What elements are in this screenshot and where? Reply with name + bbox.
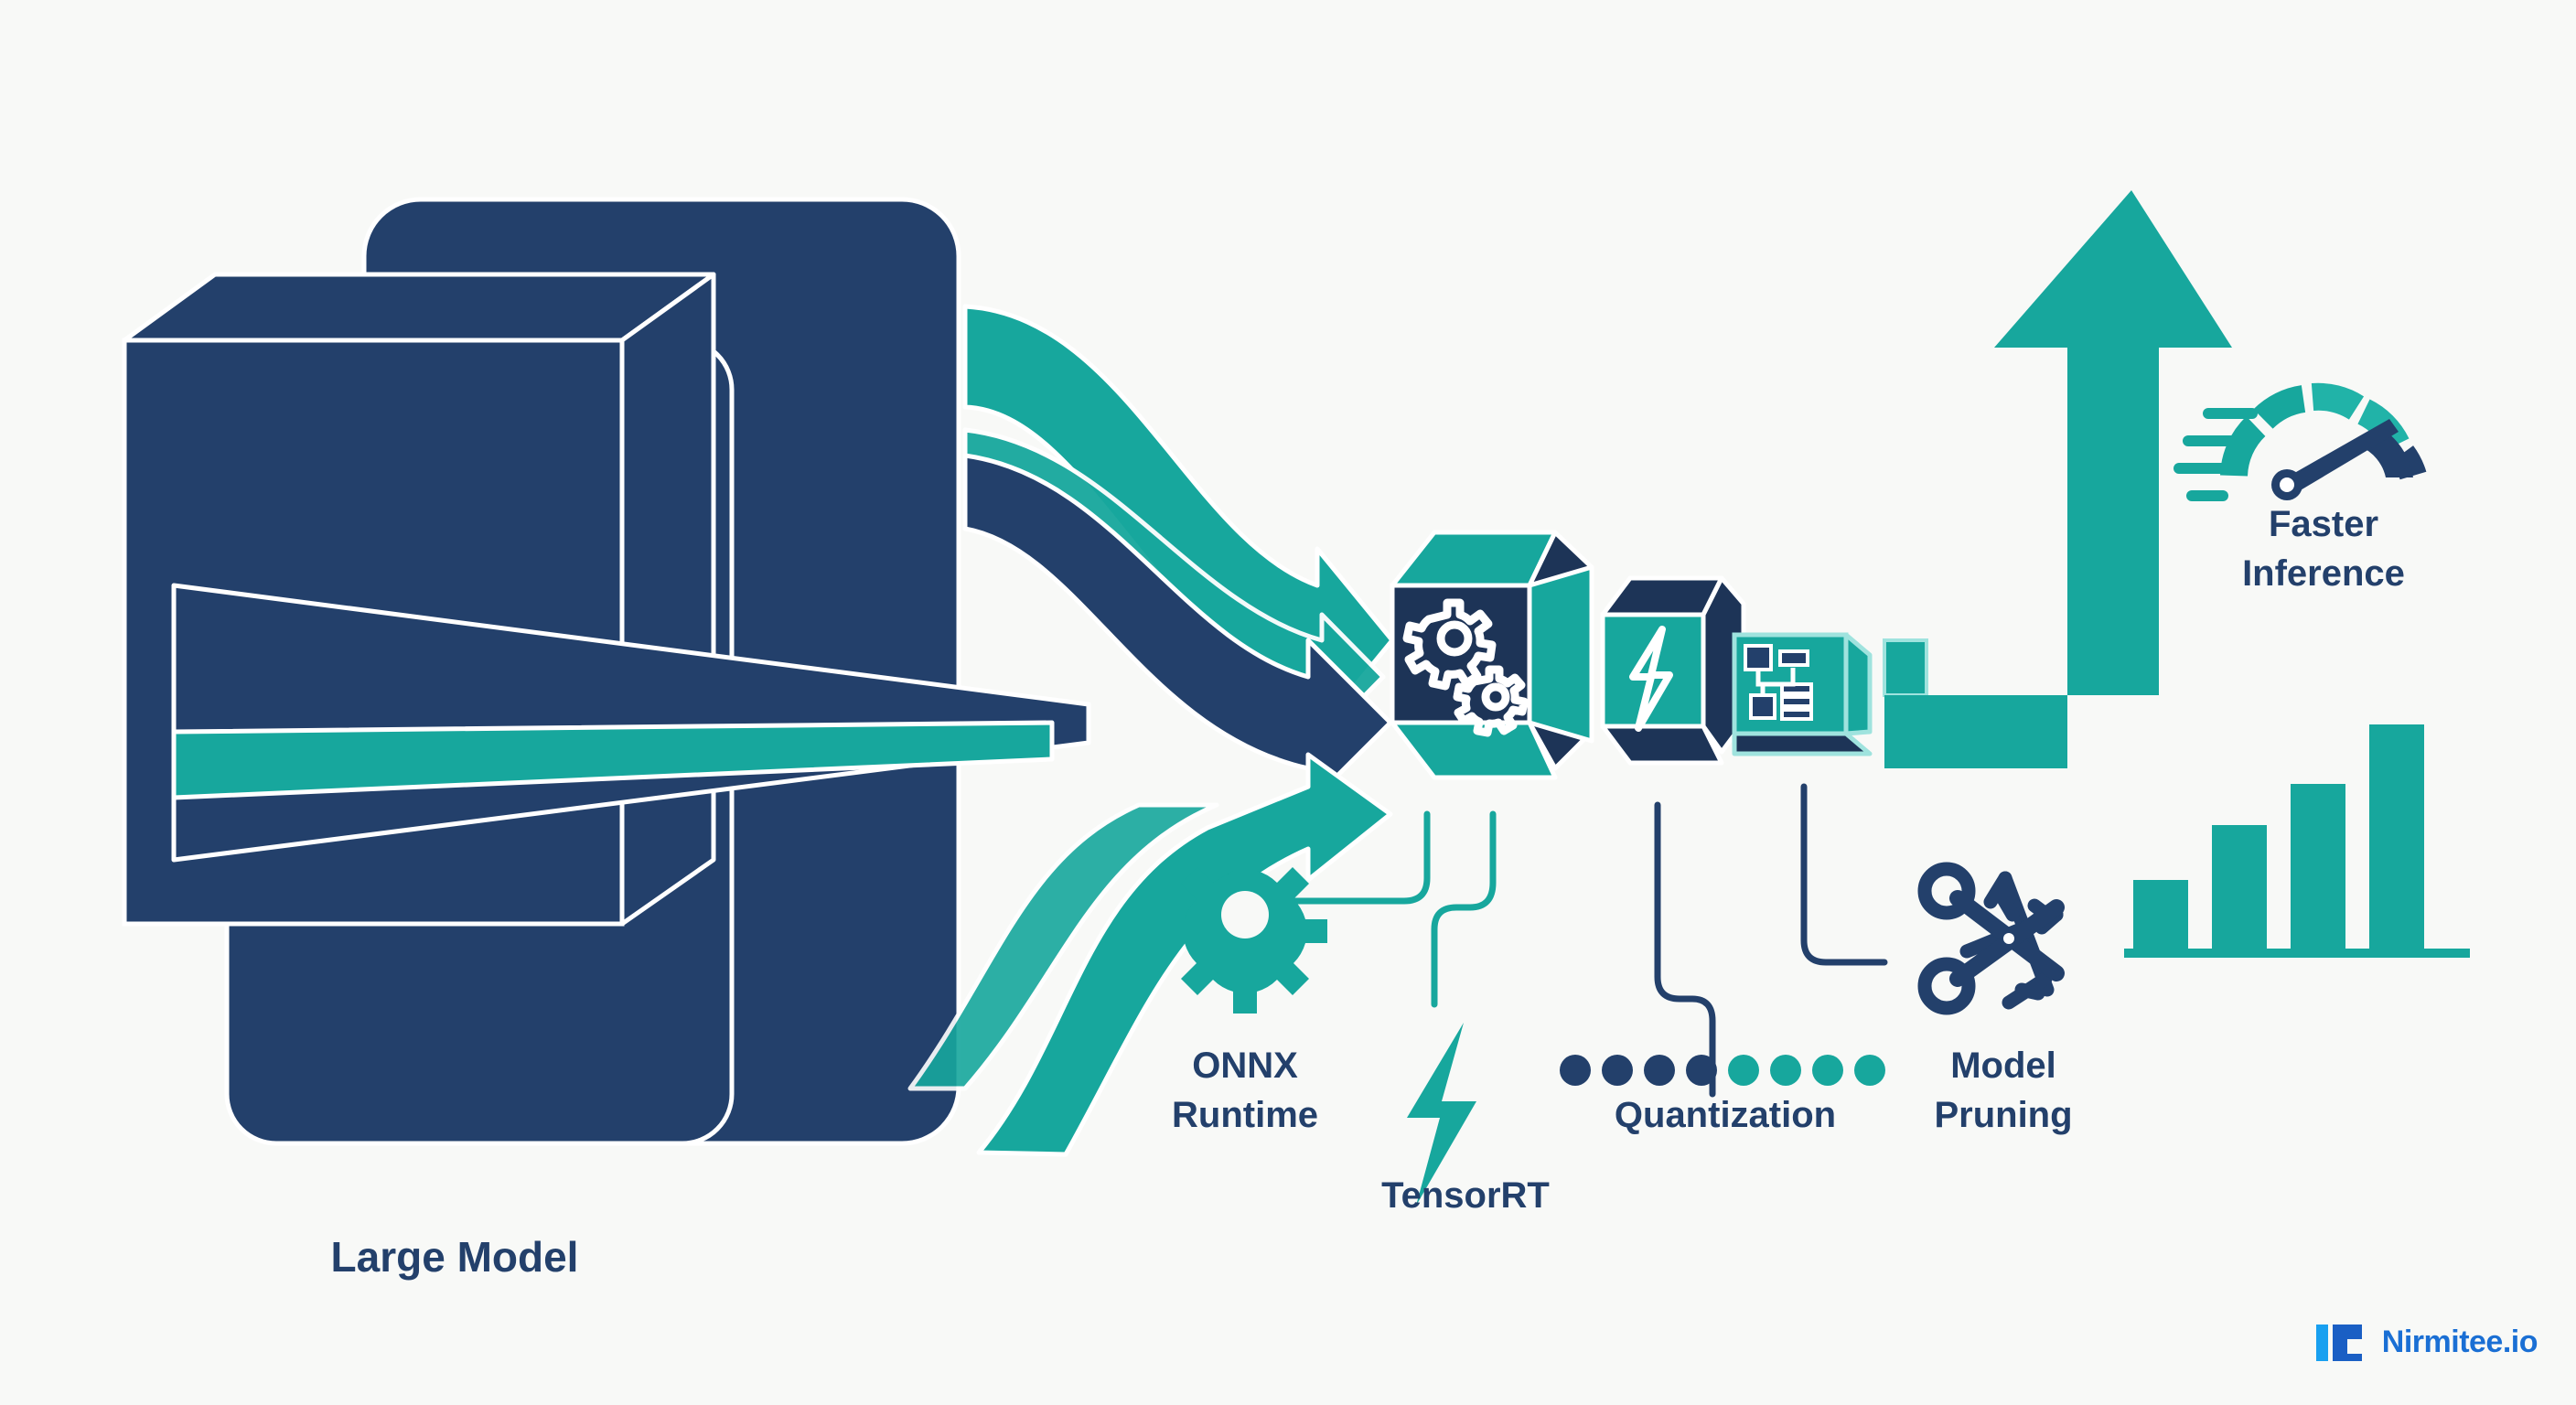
chip-bottom-face <box>1732 731 1873 756</box>
chart-bar-3 <box>2291 784 2345 953</box>
gauge-hub-center <box>2280 477 2294 492</box>
tensorrt-label-line1: TensorRT <box>1381 1175 1550 1216</box>
quant-dot-4 <box>1686 1055 1717 1086</box>
chip-diagram-icon <box>1744 644 1813 721</box>
large-model-label: Large Model <box>331 1233 579 1281</box>
cube-top-face <box>122 272 716 343</box>
brand-logo[interactable]: Nirmitee.io <box>2314 1317 2538 1367</box>
technique-quantization[interactable]: Quantization <box>1560 1055 1885 1135</box>
lightning-bolt-icon <box>1629 626 1673 732</box>
inbound-arrows-group <box>171 304 1395 1157</box>
inbound-wedge-teal <box>171 720 1055 800</box>
connector-lines-group <box>1268 783 1888 1098</box>
quant-dot-8 <box>1854 1055 1885 1086</box>
quant-dot-2 <box>1602 1055 1633 1086</box>
quant-dot-6 <box>1770 1055 1801 1086</box>
result-arrow <box>1884 190 2232 768</box>
faster-inference-label-line1: Faster <box>2269 504 2378 544</box>
faster-inference-label-line2: Inference <box>2242 553 2405 594</box>
quant-dot-1 <box>1560 1055 1591 1086</box>
nirmitee-logo-icon <box>2315 1325 2362 1361</box>
cube-right-face <box>619 272 716 927</box>
connector-tensorrt <box>1431 810 1497 1008</box>
faster-inference-group: Faster Inference <box>2174 382 2427 594</box>
engine-segment-gears[interactable] <box>1387 530 1594 780</box>
gauge-needle <box>2283 419 2399 494</box>
connector-quantization <box>1654 801 1716 1098</box>
chart-bar-1 <box>2133 880 2188 953</box>
gears-body-link <box>1527 564 1594 744</box>
chip-trailing-slab <box>1883 638 1928 697</box>
connector-pruning <box>1800 783 1888 966</box>
scissors-snowflake-icon <box>1917 862 2065 1015</box>
quantization-label-line1: Quantization <box>1615 1095 1836 1135</box>
quant-dot-5 <box>1728 1055 1759 1086</box>
technique-onnx-runtime[interactable]: ONNX Runtime <box>1163 849 1327 1135</box>
dot-row-icon <box>1560 1055 1885 1086</box>
technique-model-pruning[interactable]: Model Pruning <box>1917 862 2073 1135</box>
lightning-bolt-icon-tensorrt <box>1407 1023 1476 1206</box>
onnx-label-line1: ONNX <box>1192 1046 1298 1086</box>
connector-onnx <box>1268 810 1431 905</box>
technique-tensorrt[interactable]: TensorRT <box>1381 1023 1550 1216</box>
inbound-arrow-bottom <box>976 752 1393 1157</box>
chart-bar-4 <box>2369 724 2424 953</box>
chart-bar-2 <box>2212 825 2267 953</box>
logo-text: Nirmitee.io <box>2381 1324 2538 1359</box>
engine-segment-chip[interactable] <box>1732 632 1928 756</box>
chip-right-facet <box>1843 632 1873 736</box>
inbound-arrow-middle <box>962 453 1393 808</box>
results-bar-chart <box>2124 724 2470 958</box>
gears-icon <box>1402 598 1529 737</box>
quant-dot-3 <box>1644 1055 1675 1086</box>
inbound-arrow-bottom-echo <box>907 802 1219 1091</box>
pruning-label-line2: Pruning <box>1934 1095 2072 1135</box>
gears-bottom-face <box>1390 720 1558 780</box>
optimization-engine[interactable] <box>1387 530 1928 780</box>
lightning-bottom-face <box>1600 724 1724 766</box>
pruning-label-line1: Model <box>1950 1046 2056 1086</box>
gear-icon <box>1163 849 1327 1014</box>
quant-dot-7 <box>1812 1055 1843 1086</box>
result-arrow-shape <box>1884 190 2232 768</box>
engine-segment-lightning[interactable] <box>1600 575 1746 766</box>
onnx-label-line2: Runtime <box>1172 1095 1318 1135</box>
